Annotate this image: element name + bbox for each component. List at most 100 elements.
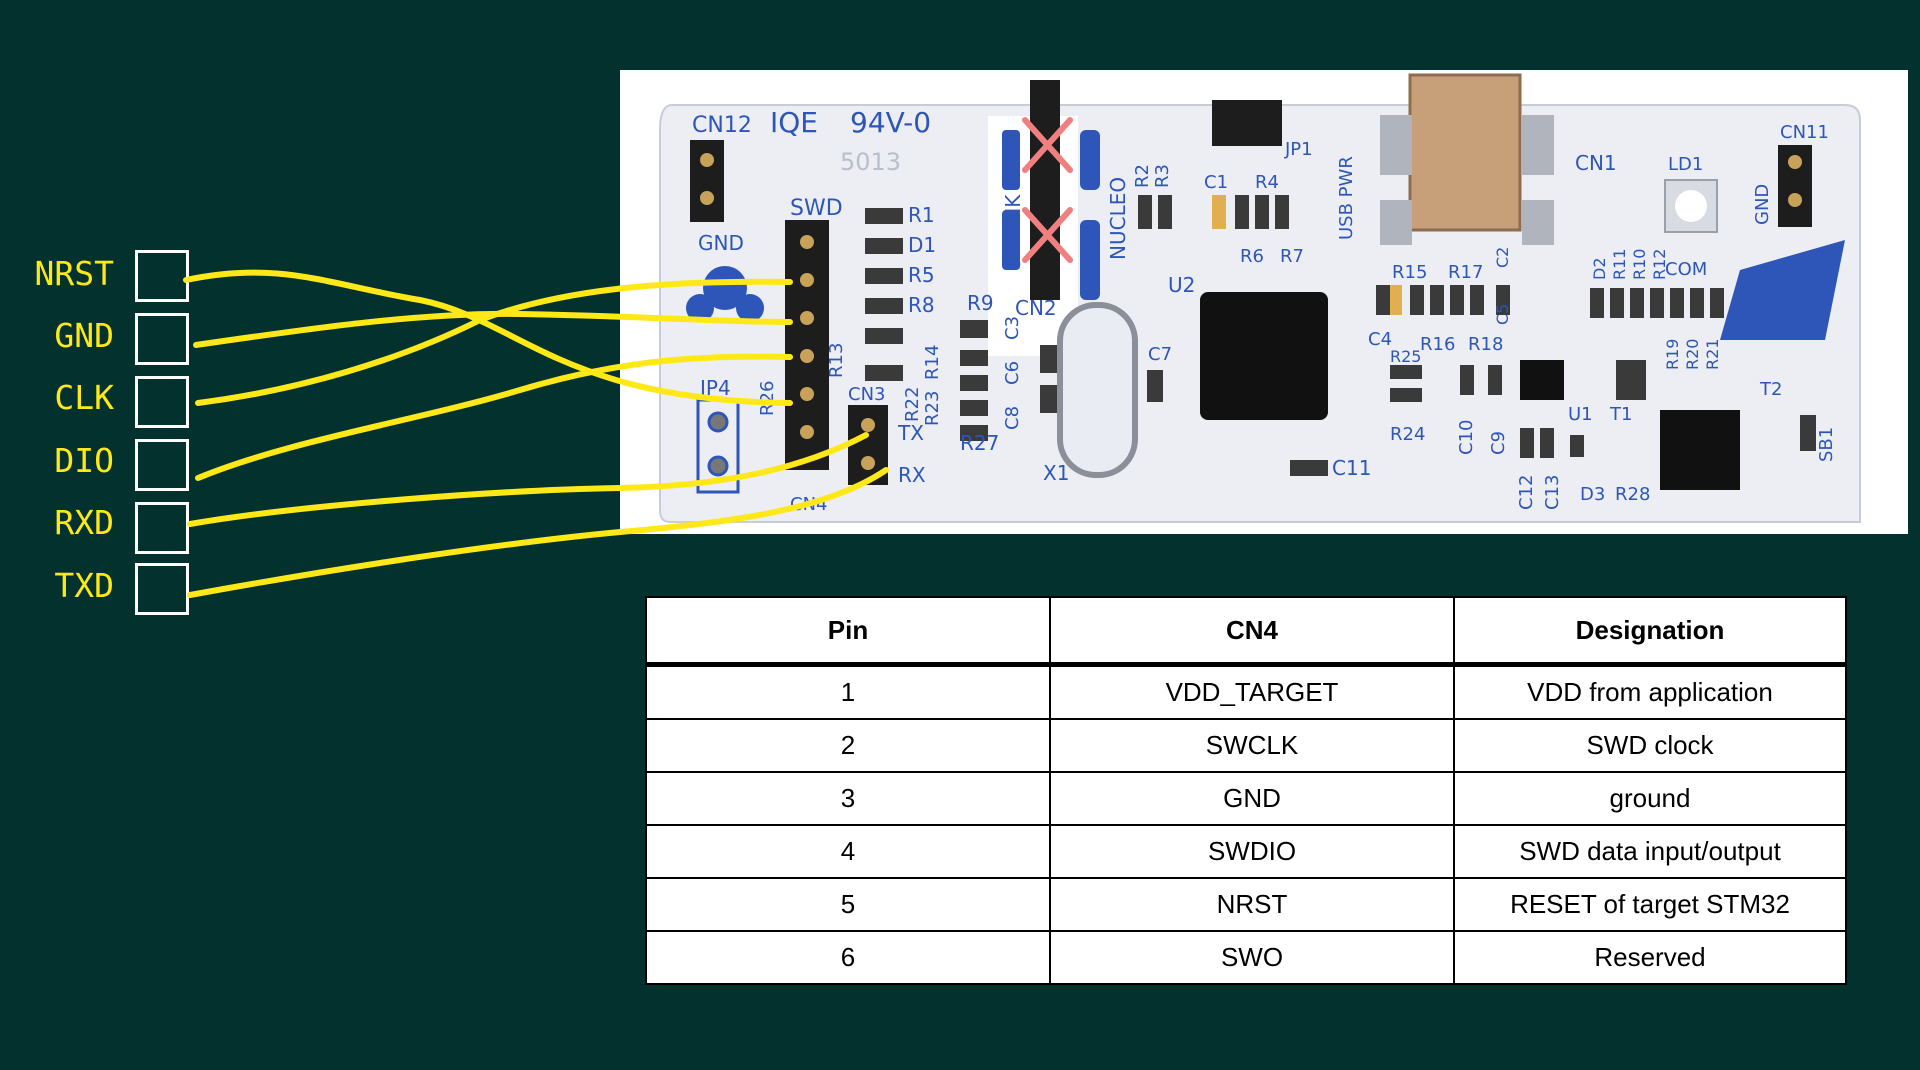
pin-label-dio: DIO (54, 441, 114, 480)
silk-c8: C8 (1002, 406, 1023, 430)
silk-r28: R28 (1615, 484, 1650, 505)
pin-label-txd: TXD (54, 566, 114, 605)
pin-label-nrst: NRST (34, 254, 114, 293)
silk-r15: R15 (1392, 262, 1427, 283)
silk-swd: SWD (790, 196, 843, 221)
silk-sb1: SB1 (1816, 427, 1837, 462)
table-row: 5 NRST RESET of target STM32 (645, 877, 1847, 932)
silk-cn1: CN1 (1575, 151, 1617, 175)
silk-r22: R22 (902, 387, 923, 422)
cell-designation: VDD from application (1453, 663, 1847, 720)
st-logo (1720, 240, 1845, 340)
cell-cn4: SWCLK (1049, 718, 1455, 773)
silk-c11: C11 (1332, 456, 1371, 480)
table-row: 1 VDD_TARGET VDD from application (645, 663, 1847, 720)
silk-c6: C6 (1002, 361, 1023, 385)
silk-cn11: CN11 (1780, 122, 1829, 143)
silk-r1: R1 (908, 203, 935, 227)
mcu-u2 (1200, 292, 1328, 420)
chip-t2 (1660, 410, 1740, 490)
silk-st-link: ST-LINK (1001, 194, 1025, 270)
silk-usb-pwr: USB PWR (1336, 156, 1357, 240)
silk-r2: R2 (1132, 164, 1153, 188)
silk-r24: R24 (1390, 424, 1425, 445)
silk-t2: T2 (1759, 379, 1782, 400)
silk-cn2: CN2 (1015, 296, 1057, 320)
cell-designation: Reserved (1453, 930, 1847, 985)
silk-c3: C3 (1002, 316, 1023, 340)
silk-r3: R3 (1152, 164, 1173, 188)
silk-gnd-right: GND (1752, 184, 1773, 225)
pin-label-rxd: RXD (54, 503, 114, 542)
silk-r6: R6 (1240, 246, 1264, 267)
cn3-uart-header (848, 405, 888, 485)
silk-r19: R19 (1663, 339, 1682, 370)
silk-ul: 94V-0 (850, 106, 931, 139)
silk-gnd-left: GND (698, 231, 744, 255)
table-row: 3 GND ground (645, 771, 1847, 826)
pin-label-gnd: GND (54, 316, 114, 355)
board-drawing: CN12 IQE 94V-0 5013 SWD GND R1 D1 R5 R8 … (659, 73, 1861, 523)
col-header-designation: Designation (1453, 596, 1847, 667)
silk-c7: C7 (1148, 344, 1172, 365)
silk-r8: R8 (908, 293, 935, 317)
silk-r21: R21 (1703, 339, 1722, 370)
cell-cn4: VDD_TARGET (1049, 663, 1455, 720)
silk-r5: R5 (908, 263, 935, 287)
silk-r13: R13 (826, 343, 847, 378)
silk-r26: R26 (757, 381, 778, 416)
silk-r7: R7 (1280, 246, 1304, 267)
silk-tx: TX (897, 421, 924, 445)
silk-r16: R16 (1420, 334, 1455, 355)
silk-r18: R18 (1468, 334, 1503, 355)
silk-r25: R25 (1390, 347, 1421, 366)
table-row: 2 SWCLK SWD clock (645, 718, 1847, 773)
cell-designation: SWD data input/output (1453, 824, 1847, 879)
silk-c5: C5 (1493, 304, 1512, 325)
silk-c4: C4 (1368, 329, 1392, 350)
cell-pin: 2 (645, 718, 1051, 773)
cell-cn4: SWDIO (1049, 824, 1455, 879)
silk-d1: D1 (908, 233, 936, 257)
cell-cn4: GND (1049, 771, 1455, 826)
silk-c13: C13 (1542, 475, 1563, 510)
silk-u1: U1 (1568, 404, 1593, 425)
pin-box-rxd (135, 502, 189, 554)
pin-box-dio (135, 439, 189, 491)
pin-label-clk: CLK (54, 378, 114, 417)
cell-designation: RESET of target STM32 (1453, 877, 1847, 932)
silk-r20: R20 (1683, 339, 1702, 370)
silk-r11: R11 (1610, 249, 1629, 280)
cell-pin: 4 (645, 824, 1051, 879)
silk-cn12: CN12 (692, 113, 752, 138)
cell-designation: SWD clock (1453, 718, 1847, 773)
cell-designation: ground (1453, 771, 1847, 826)
col-header-pin: Pin (645, 596, 1051, 667)
cn12-header (690, 140, 724, 222)
silk-jp1: JP1 (1284, 139, 1313, 160)
cell-pin: 6 (645, 930, 1051, 985)
jp1-header (1212, 100, 1282, 146)
silk-rx: RX (898, 463, 926, 487)
stlink-board: CN12 IQE 94V-0 5013 SWD GND R1 D1 R5 R8 … (620, 70, 1908, 534)
pin-box-gnd (135, 313, 189, 365)
silk-c9: C9 (1488, 431, 1509, 455)
cn4-pin-table: Pin CN4 Designation 1 VDD_TARGET VDD fro… (645, 596, 1847, 985)
silk-x1: X1 (1043, 461, 1069, 485)
cross-mark (1022, 117, 1073, 263)
silk-c12: C12 (1516, 475, 1537, 510)
silk-r4: R4 (1255, 172, 1279, 193)
table-header-row: Pin CN4 Designation (645, 596, 1847, 667)
silk-nucleo: NUCLEO (1106, 177, 1130, 260)
pin-box-clk (135, 376, 189, 428)
silk-jp4: JP4 (698, 376, 731, 400)
cell-pin: 5 (645, 877, 1051, 932)
silk-r9: R9 (967, 291, 994, 315)
cell-cn4: NRST (1049, 877, 1455, 932)
silk-c2: C2 (1493, 247, 1512, 268)
cell-pin: 3 (645, 771, 1051, 826)
cell-pin: 1 (645, 663, 1051, 720)
silk-r14: R14 (922, 345, 943, 380)
crystal-x1 (1057, 302, 1138, 478)
